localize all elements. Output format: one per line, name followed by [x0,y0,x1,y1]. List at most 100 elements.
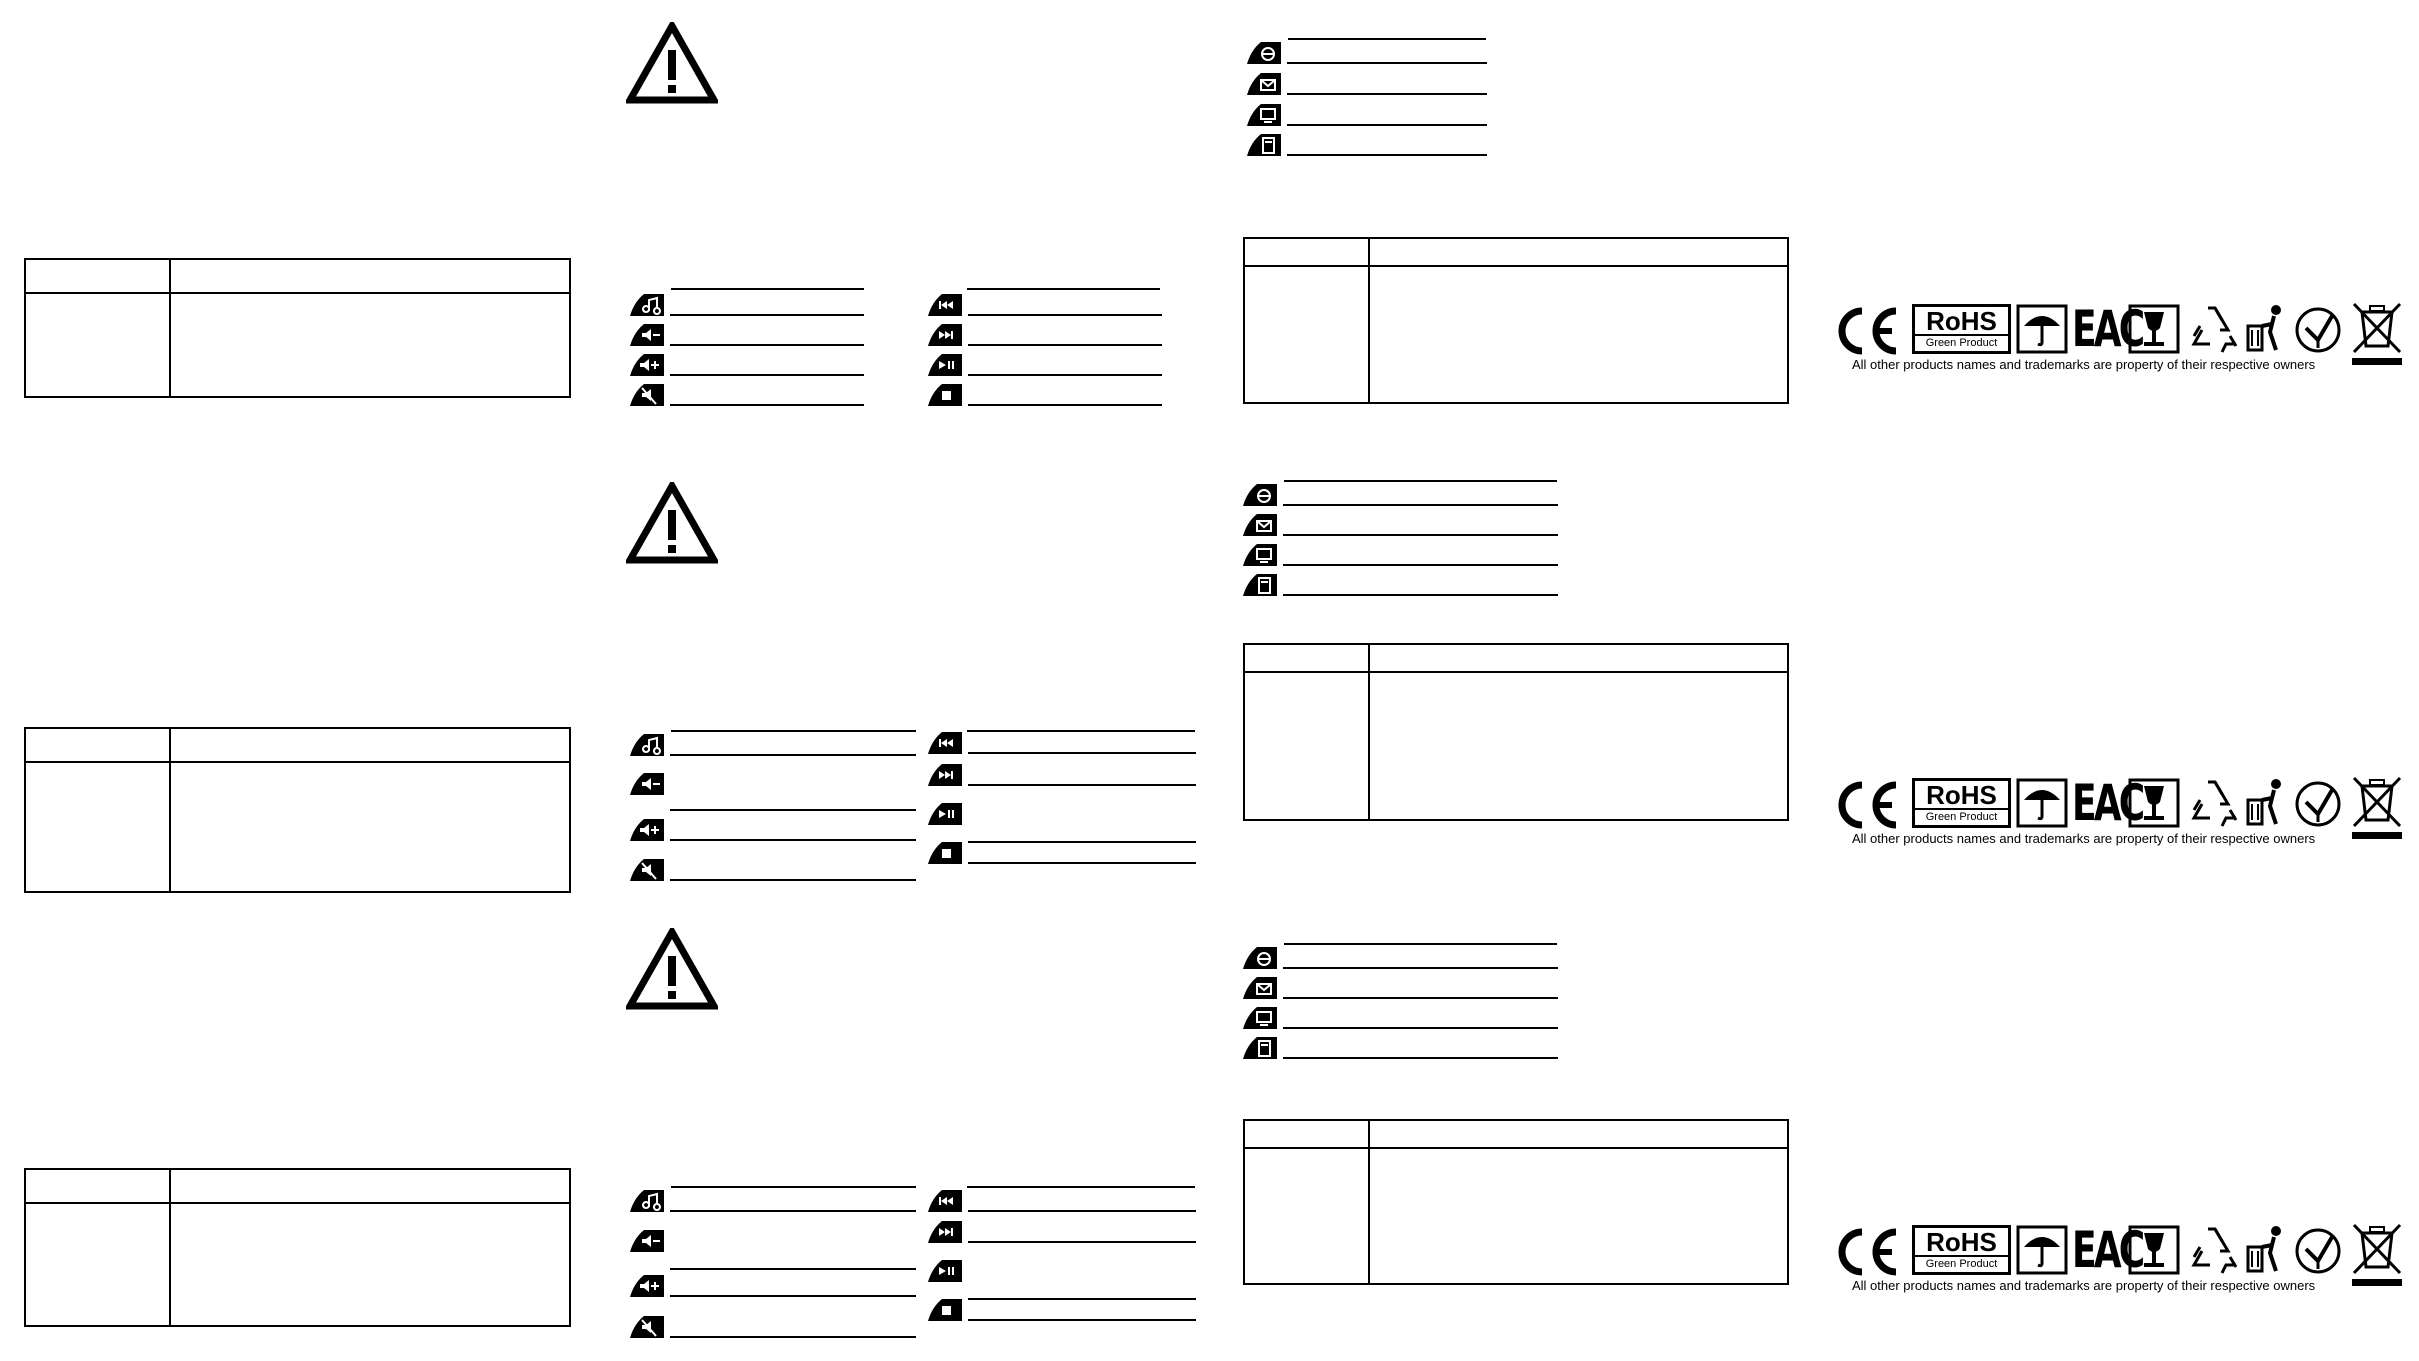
spec-table-header [1245,1121,1787,1149]
volume-up-icon [630,819,664,841]
trademark-notice: All other products names and trademarks … [1852,1278,2316,1293]
volume-down-icon [630,773,664,795]
stop-icon [928,384,962,406]
key-row-mail [1241,975,1558,1003]
trademark-notice: All other products names and trademarks … [1852,357,2316,372]
play-pause-icon [928,1260,962,1282]
key-row-calculator [1245,132,1487,160]
mute-icon [630,384,664,406]
browser-icon [1247,42,1281,64]
key-row-music [628,732,918,760]
key-line [968,862,1196,864]
rohs-logo: RoHS Green Product [1912,778,2011,828]
key-row-mute [628,1314,918,1342]
next-track-icon [928,764,962,786]
key-line [968,374,1162,376]
key-row-stop [926,382,1162,410]
spec-table-divider [1368,239,1370,402]
key-row-mute [628,857,918,885]
key-row-next [926,1219,1196,1247]
key-row-stop [926,1297,1196,1325]
key-line [968,752,1196,754]
play-pause-icon [928,354,962,376]
key-line [671,1186,916,1188]
rohs-subtitle: Green Product [1915,808,2008,825]
warning-icon [626,22,718,104]
fragile-icon [2128,778,2180,828]
spec-table-header [1245,645,1787,673]
play-pause-icon [928,803,962,825]
mail-icon [1243,977,1277,999]
mute-icon [630,859,664,881]
spec-table-5 [1243,643,1789,821]
spec-table-divider [169,260,171,396]
key-row-mail [1241,512,1558,540]
key-line [1284,943,1557,945]
keep-dry-icon [2016,778,2068,828]
keep-dry-icon [2016,304,2068,354]
spec-table-header [1245,239,1787,267]
my-computer-icon [1243,1007,1277,1029]
dispose-properly-icon [2246,305,2281,352]
certification-strip: RoHS Green Product EAC All other product… [1836,774,2402,854]
key-row-next [926,322,1162,350]
key-row-mail [1245,71,1487,99]
spec-table-header [26,1170,569,1204]
mute-icon [630,1316,664,1338]
volume-down-icon [630,324,664,346]
certification-strip: RoHS Green Product EAC All other product… [1836,1221,2402,1301]
key-row-volume-down [628,1228,918,1270]
music-note-icon [630,734,664,756]
spec-table-divider [1368,645,1370,819]
trademark-notice: All other products names and trademarks … [1852,831,2316,846]
volume-up-icon [630,1275,664,1297]
key-line [1283,1057,1558,1059]
key-line [1287,124,1487,126]
rohs-logo: RoHS Green Product [1912,304,2011,354]
key-line [670,314,864,316]
certification-strip: RoHS Green Product EAC All other product… [1836,300,2402,380]
music-note-icon [630,1190,664,1212]
spec-table-4 [1243,237,1789,404]
key-line [968,344,1162,346]
key-line [670,879,916,881]
volume-up-icon [630,354,664,376]
spec-table-6 [1243,1119,1789,1285]
previous-track-icon [928,294,962,316]
key-row-volume-down [628,771,918,811]
fragile-icon [2128,1225,2180,1275]
fragile-icon [2128,304,2180,354]
ce-mark-icon [1838,307,1897,355]
eac-mark: EAC [2072,1221,2145,1279]
key-line [968,1298,1196,1300]
key-line [968,314,1162,316]
key-line [1283,1027,1558,1029]
key-line [670,1336,916,1338]
key-line [1287,93,1487,95]
key-line [968,841,1196,843]
mail-icon [1247,73,1281,95]
recycle-icon [2191,306,2238,353]
previous-track-icon [928,732,962,754]
ce-mark-icon [1838,781,1897,829]
eac-mark: EAC [2072,774,2145,832]
volume-down-icon [630,1230,664,1252]
key-line [1283,564,1558,566]
certification-check-icon [2295,307,2341,353]
key-row-music [628,1188,918,1216]
key-row-browser [1241,482,1558,510]
weee-bin-icon [2352,302,2402,365]
previous-track-icon [928,1190,962,1212]
dispose-properly-icon [2246,1226,2281,1273]
calculator-icon [1243,1037,1277,1059]
key-line [1284,480,1557,482]
keep-dry-icon [2016,1225,2068,1275]
music-note-icon [630,294,664,316]
key-line [967,1186,1195,1188]
key-line [1287,154,1487,156]
next-track-icon [928,1221,962,1243]
key-line [670,374,864,376]
browser-icon [1243,484,1277,506]
key-row-previous [926,292,1162,320]
calculator-icon [1247,134,1281,156]
